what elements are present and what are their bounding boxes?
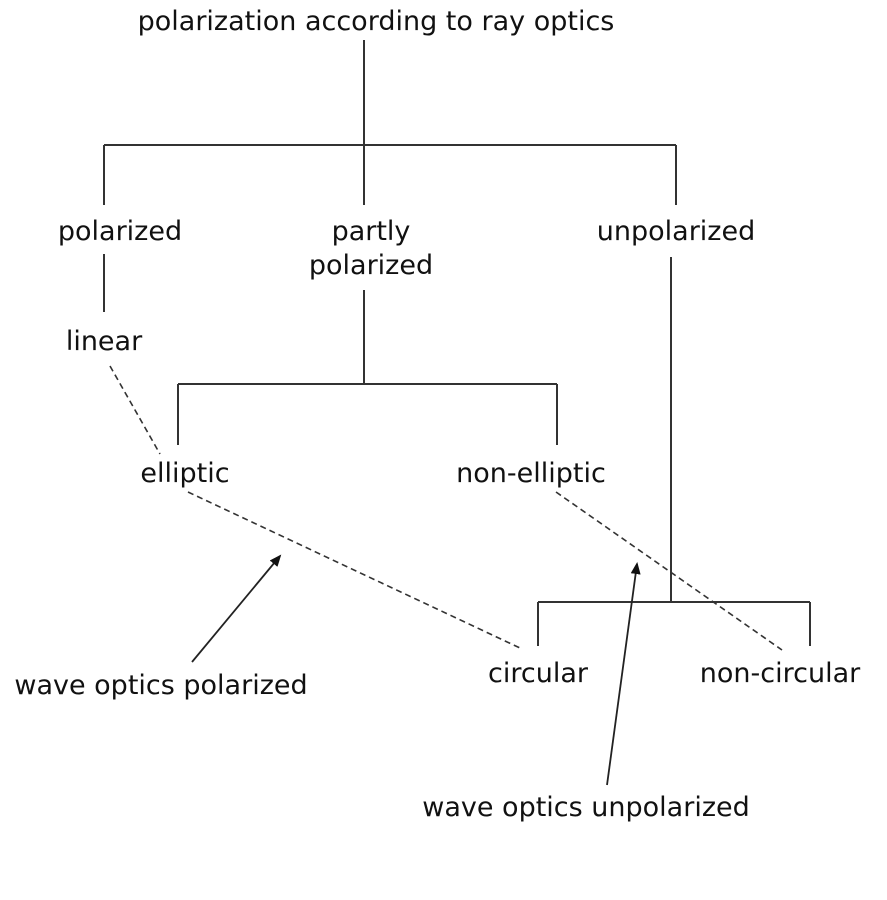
unpolarized-label: unpolarized — [597, 216, 755, 247]
non-circular-label: non-circular — [700, 658, 861, 689]
partly-polarized-label-line2: polarized — [309, 250, 433, 281]
wave-unpolarized-arrow — [606, 562, 641, 786]
linear-elliptic-dashed — [109, 365, 161, 455]
elliptic-label: elliptic — [140, 458, 229, 489]
nonelliptic-noncircular-dashed — [555, 491, 783, 651]
root-label: polarization according to ray optics — [138, 6, 615, 37]
polarized-label: polarized — [58, 216, 182, 247]
elliptic-circular-dashed — [187, 491, 521, 649]
wave-optics-unpolarized-label: wave optics unpolarized — [422, 792, 750, 823]
non-elliptic-label: non-elliptic — [456, 458, 606, 489]
linear-label: linear — [66, 326, 143, 357]
partly-polarized-label-line1: partly — [332, 216, 411, 247]
wave-polarized-arrow — [191, 554, 282, 663]
wave-optics-polarized-label: wave optics polarized — [14, 670, 307, 701]
circular-label: circular — [488, 658, 589, 689]
